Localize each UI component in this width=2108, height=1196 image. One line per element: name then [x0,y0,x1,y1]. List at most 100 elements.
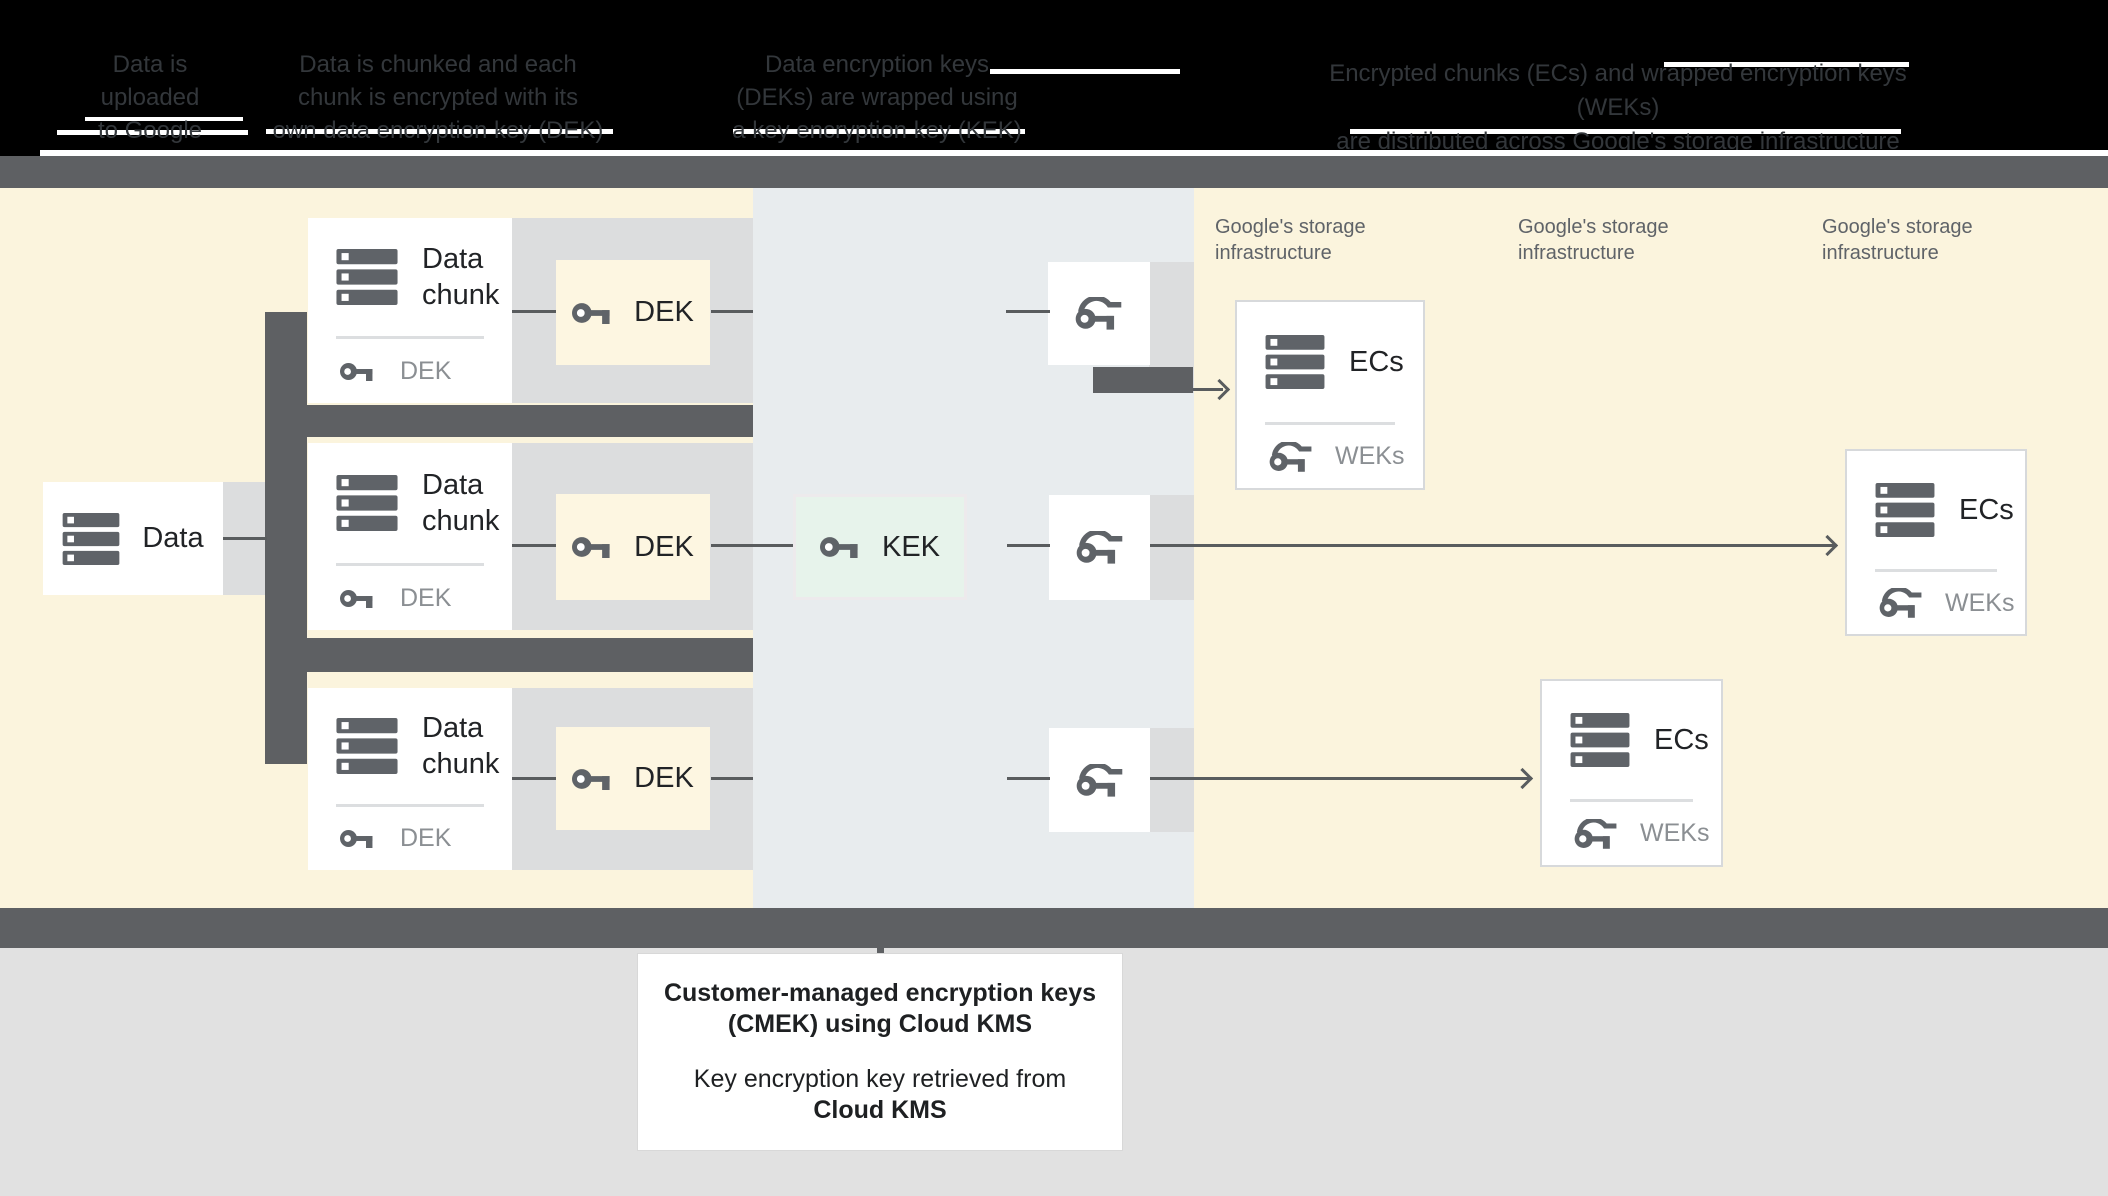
dek-box-2: DEK [556,494,710,600]
header-divider-strip [40,150,2108,156]
header-underline [57,130,248,135]
wrapped-key-icon [1269,442,1313,472]
wrapped-key-3-panel [1150,728,1194,832]
wrapped-key-icon [1076,764,1124,797]
dek-label: DEK [634,530,694,563]
divider [336,563,484,566]
weks-label: WEKs [1335,442,1405,470]
header-step-3-caption: Data encryption keys (DEKs) are wrapped … [732,51,1022,144]
wrapped-key-icon [1879,588,1923,618]
bottom-gray-bar [0,908,2108,948]
data-chunk-box-1: Data chunk DEK [308,218,512,403]
weks-label: WEKs [1640,819,1710,847]
storage-infrastructure-label-2: Google's storage infrastructure [1518,216,1669,264]
wrapped-key-icon [1574,819,1618,849]
wrapped-key-2-panel [1150,495,1194,600]
connector-line [512,777,556,780]
chunk-dek-label: DEK [400,824,452,852]
arrow-shaft [1193,388,1223,391]
header-underline [990,69,1180,74]
ecs-label: ECs [1654,723,1709,756]
key-icon [820,536,864,558]
ecs-label: ECs [1959,493,2014,526]
caption-connector-tick [877,946,884,956]
arrow-shaft [1150,777,1530,780]
stack-icon [336,249,398,305]
ecs-box-2: ECs WEKs [1845,449,2027,636]
caption-spacer [638,1040,1122,1064]
header-underline [266,129,613,134]
ecs-box-1: ECs WEKs [1235,300,1425,490]
caption-box: Customer-managed encryption keys (CMEK) … [637,953,1123,1151]
dek-box-3: DEK [556,727,710,830]
connector-line [1006,310,1050,313]
connector-line [1007,544,1050,547]
kek-label: KEK [881,530,941,563]
stack-icon [1875,483,1935,537]
wrapped-key-icon [1075,297,1123,330]
wrapped-key-icon [1076,531,1124,564]
stack-icon [336,475,398,531]
kek-box: KEK [793,494,967,600]
storage-infrastructure-label-1: Google's storage infrastructure [1215,216,1366,264]
ecs-label: ECs [1349,345,1404,378]
wrapped-key-box-3 [1049,728,1150,832]
stack-icon [336,718,398,774]
dek-label: DEK [634,762,694,794]
connector-line [512,310,556,313]
divider [1570,799,1693,802]
row-divider-bar-2 [265,638,753,672]
caption-title-line-1: Customer-managed encryption keys [663,979,1097,1007]
header-underline [85,117,243,121]
header-step-2-caption: Data is chunked and each chunk is encryp… [272,51,604,144]
key-icon [572,768,616,790]
divider [336,336,484,339]
header-underline [733,129,1025,134]
caption-body-line-1: Key encryption key retrieved from [693,1065,1067,1093]
header-step-4-caption: Encrypted chunks (ECs) and wrapped encry… [1329,60,1907,155]
connector-line [711,777,753,780]
divider [1875,569,1997,572]
row-divider-bar-1 [265,405,753,437]
key-icon [572,302,616,324]
key-icon [340,589,378,608]
caption-title-line-2: (CMEK) using Cloud KMS [727,1010,1033,1038]
header-underline [1664,62,1909,67]
key-icon [340,829,378,848]
dek-box-1: DEK [556,260,710,365]
arrow-shaft [1150,544,1835,547]
wrapped-key-box-2 [1049,495,1150,600]
data-chunk-box-2: Data chunk DEK [308,443,512,630]
data-box: Data [43,482,223,595]
stack-icon [1570,713,1630,767]
caption-body-line-2: Cloud KMS [813,1096,947,1124]
key-icon [572,536,616,558]
wrapped-key-box-1 [1048,262,1150,365]
wrapped-key-1-bar [1093,367,1193,393]
stack-icon [62,513,120,565]
data-chunk-box-3: Data chunk DEK [308,688,512,870]
data-chunk-title: Data chunk [422,243,500,311]
connector-line [223,537,267,540]
header-gray-bar [0,156,2108,188]
weks-label: WEKs [1945,588,2015,617]
data-box-label: Data [142,522,204,554]
key-icon [340,362,378,381]
divider [1265,422,1395,425]
header-step-1-caption: Data is uploaded to Google [97,51,203,144]
header-underline [1350,129,1901,134]
connector-line [711,544,793,547]
connector-line [512,544,556,547]
data-chunk-title: Data chunk [422,469,500,537]
chunk-dek-label: DEK [400,356,452,385]
chunk-dek-label: DEK [400,583,452,612]
divider [336,804,484,807]
dek-label: DEK [634,296,694,328]
connector-line [1007,777,1050,780]
storage-infrastructure-label-3: Google's storage infrastructure [1822,216,1973,264]
data-chunk-title: Data chunk [422,712,500,780]
ecs-box-3: ECs WEKs [1540,679,1723,867]
trunk-connector [265,312,307,764]
connector-line [711,310,753,313]
